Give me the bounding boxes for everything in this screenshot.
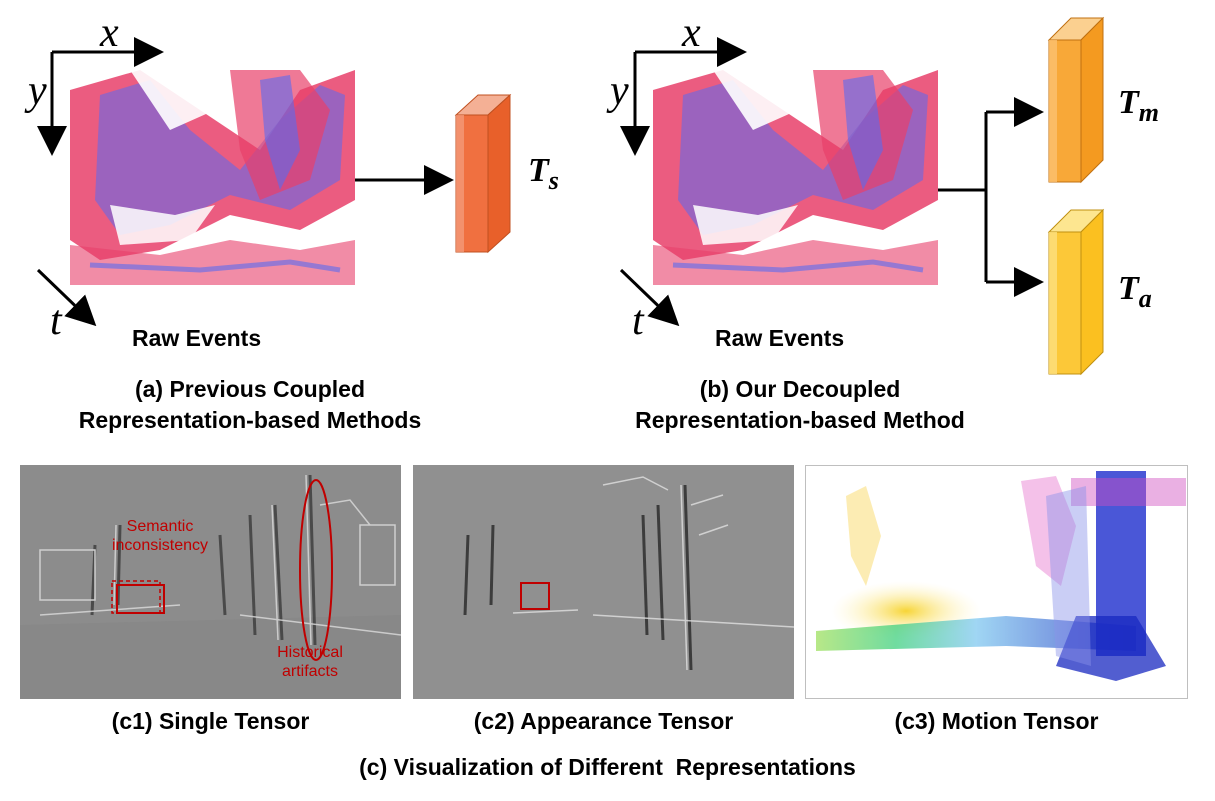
axis-x-label-a: x [100,10,119,56]
caption-c: (c) Visualization of Different Represent… [359,754,856,780]
axes-b [619,37,747,327]
branch-arrows [938,97,1044,297]
event-cloud-a [36,37,512,327]
annotation-historical-line2: artifacts [281,663,338,680]
caption-b-line1: (b) Our Decoupled [699,376,901,402]
image-c1-single-tensor: Semantic inconsistency Historical artifa… [20,465,401,699]
panel-a: x y t Raw Events Ts (a) Previous Coupled… [0,0,600,450]
scene-c1 [20,465,401,699]
caption-c1: (c1) Single Tensor [111,708,310,734]
tensor-tm-block [1047,16,1105,184]
caption-c2: (c2) Appearance Tensor [473,708,734,734]
caption-b: (b) Our Decoupled Representation-based M… [580,374,1020,436]
tensor-ts-label: Ts [528,152,559,195]
event-cloud-b [619,16,1105,376]
annotation-semantic-line1: Semantic [126,518,194,535]
event-image-b [653,65,938,285]
caption-a-line2: Representation-based Methods [78,407,422,433]
panel-b: x y t Raw Events Tm Ta (b) Our Decoupled… [600,0,1215,450]
tensor-ta-label: Ta [1118,270,1152,313]
caption-c3: (c3) Motion Tensor [894,708,1099,734]
axes-a [36,37,164,327]
event-image-a [70,65,355,285]
image-c2-appearance-tensor [413,465,794,699]
tensor-tm-label: Tm [1118,84,1160,127]
tensor-ts-block [454,93,512,254]
caption-b-line2: Representation-based Method [635,407,965,433]
scene-c2 [413,465,794,699]
axis-y-label-b: y [610,68,629,114]
image-c3-motion-tensor [805,465,1188,699]
raw-events-label-b: Raw Events [715,325,845,351]
raw-events-label-a: Raw Events [132,325,262,351]
annotation-historical-artifacts: Historical artifacts [260,643,360,681]
annotation-semantic-line2: inconsistency [111,537,209,554]
axis-y-label-a: y [28,68,47,114]
tensor-ta-block [1047,208,1105,376]
axis-t-label-b: t [632,298,644,344]
caption-a: (a) Previous Coupled Representation-base… [0,374,500,436]
caption-a-line1: (a) Previous Coupled [134,376,366,402]
annotation-semantic-inconsistency: Semantic inconsistency [100,517,220,555]
axis-t-label-a: t [50,298,62,344]
axis-x-label-b: x [682,10,701,56]
scene-c3 [806,466,1187,698]
annotation-historical-line1: Historical [277,644,343,661]
